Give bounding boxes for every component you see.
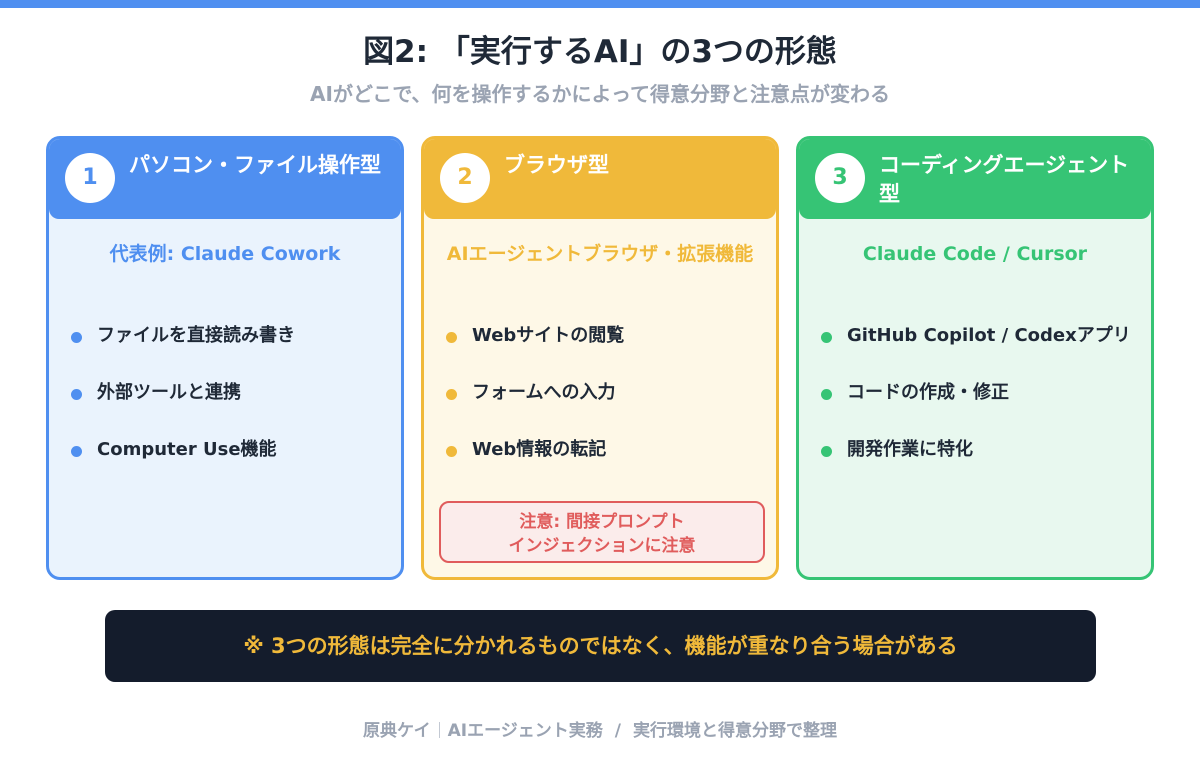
card-header: 3 コーディングエージェント型	[799, 139, 1151, 219]
card-header: 2 ブラウザ型	[424, 139, 776, 219]
overlap-note: ※ 3つの形態は完全に分かれるものではなく、機能が重なり合う場合がある	[105, 610, 1096, 682]
card-bullet-list: Webサイトの閲覧 フォームへの入力 Web情報の転記	[446, 323, 766, 494]
footer-slash: /	[614, 721, 622, 741]
card-header: 1 パソコン・ファイル操作型	[49, 139, 401, 219]
bullet-text: 外部ツールと連携	[97, 382, 241, 403]
figure-subtitle: AIがどこで、何を操作するかによって得意分野と注意点が変わる	[310, 82, 890, 106]
warning-line: 注意: 間接プロンプト	[519, 512, 685, 532]
card-coding-agent: 3 コーディングエージェント型 Claude Code / Cursor Git…	[796, 136, 1154, 580]
bullet-text: Computer Use機能	[97, 439, 277, 460]
card-example: 代表例: Claude Cowork	[109, 243, 341, 265]
bullet-text: フォームへの入力	[472, 382, 616, 403]
warning-line: インジェクションに注意	[508, 536, 696, 556]
bullet-dot-icon	[71, 446, 82, 457]
figure-title: 図2: 「実行するAI」の3つの形態	[363, 34, 837, 70]
list-item: ファイルを直接読み書き	[71, 323, 391, 380]
card-title: ブラウザ型	[504, 153, 609, 177]
list-item: コードの作成・修正	[821, 380, 1141, 437]
card-number-badge: 3	[815, 153, 865, 203]
bullet-text: Webサイトの閲覧	[472, 325, 625, 346]
card-number-badge: 1	[65, 153, 115, 203]
bullet-dot-icon	[821, 389, 832, 400]
footer-publication: AIエージェント実務	[447, 721, 603, 741]
bullet-dot-icon	[446, 446, 457, 457]
card-number-badge: 2	[440, 153, 490, 203]
list-item: Web情報の転記	[446, 437, 766, 494]
card-example: AIエージェントブラウザ・拡張機能	[446, 243, 754, 265]
footer-author: 原典ケイ	[362, 721, 431, 741]
bullet-dot-icon	[71, 332, 82, 343]
card-browser: 2 ブラウザ型 AIエージェントブラウザ・拡張機能 Webサイトの閲覧 フォーム…	[421, 136, 779, 580]
list-item: Webサイトの閲覧	[446, 323, 766, 380]
card-title: パソコン・ファイル操作型	[129, 153, 381, 177]
bullet-dot-icon	[71, 389, 82, 400]
card-computer-operation: 1 パソコン・ファイル操作型 代表例: Claude Cowork ファイルを直…	[46, 136, 404, 580]
bullet-text: コードの作成・修正	[847, 382, 1009, 403]
bullet-dot-icon	[446, 332, 457, 343]
card-example: Claude Code / Cursor	[862, 243, 1088, 265]
footer-credit: 原典ケイ AIエージェント実務 / 実行環境と得意分野で整理	[0, 716, 1200, 741]
bullet-dot-icon	[821, 332, 832, 343]
list-item: フォームへの入力	[446, 380, 766, 437]
card-title: コーディングエージェント型	[879, 153, 1130, 206]
list-item: GitHub Copilot / Codexアプリ	[821, 323, 1141, 380]
card-bullet-list: ファイルを直接読み書き 外部ツールと連携 Computer Use機能	[71, 323, 391, 494]
bullet-text: 開発作業に特化	[847, 439, 973, 460]
bullet-text: Web情報の転記	[472, 439, 607, 460]
bullet-dot-icon	[446, 389, 457, 400]
bullet-dot-icon	[821, 446, 832, 457]
bullet-text: ファイルを直接読み書き	[97, 325, 295, 346]
footer-divider	[438, 722, 440, 738]
card-bullet-list: GitHub Copilot / Codexアプリ コードの作成・修正 開発作業…	[821, 323, 1141, 494]
top-accent-bar	[0, 0, 1200, 8]
list-item: 外部ツールと連携	[71, 380, 391, 437]
bullet-text: GitHub Copilot / Codexアプリ	[847, 325, 1131, 346]
list-item: Computer Use機能	[71, 437, 391, 494]
footer-section: 実行環境と得意分野で整理	[633, 721, 838, 741]
list-item: 開発作業に特化	[821, 437, 1141, 494]
warning-box: 注意: 間接プロンプト インジェクションに注意	[439, 501, 765, 563]
